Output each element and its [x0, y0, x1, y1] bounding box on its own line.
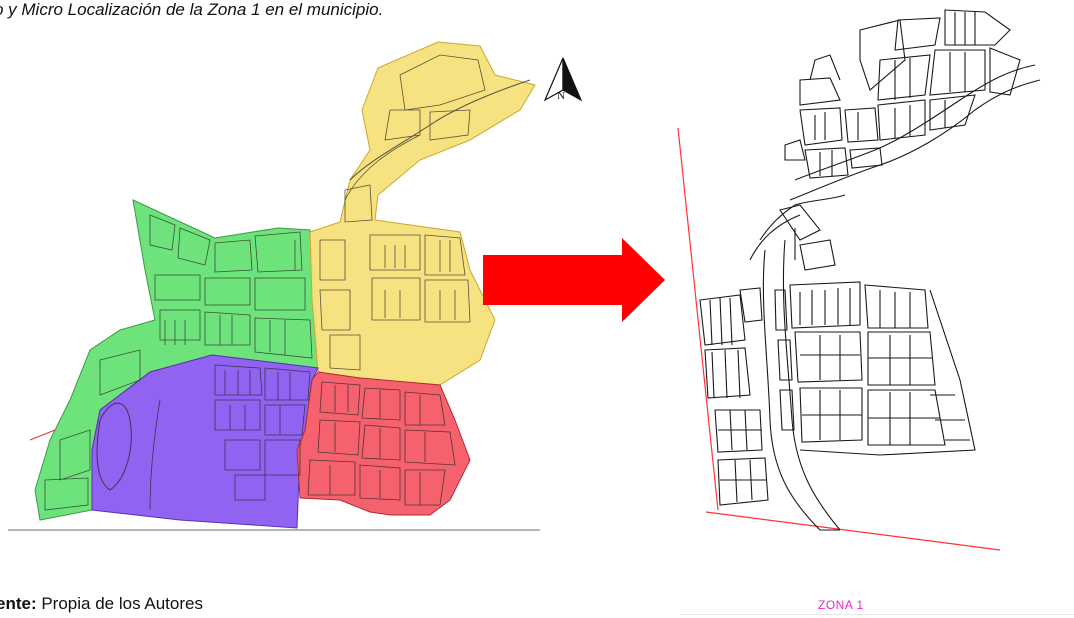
north-arrow-icon: N — [543, 57, 583, 102]
direction-arrow-icon — [483, 238, 665, 322]
figure-source: ente: Propia de los Autores — [0, 594, 203, 614]
figure-caption: o y Micro Localización de la Zona 1 en e… — [0, 0, 384, 19]
source-text: Propia de los Autores — [36, 594, 203, 613]
zone-red — [296, 371, 471, 516]
source-label: ente: — [0, 594, 37, 613]
zone-label: ZONA 1 — [818, 598, 864, 612]
zone-yellow — [309, 41, 536, 386]
divider — [680, 614, 1074, 615]
micro-map — [677, 9, 1041, 551]
macro-map: N — [8, 41, 583, 531]
north-letter: N — [557, 90, 565, 102]
